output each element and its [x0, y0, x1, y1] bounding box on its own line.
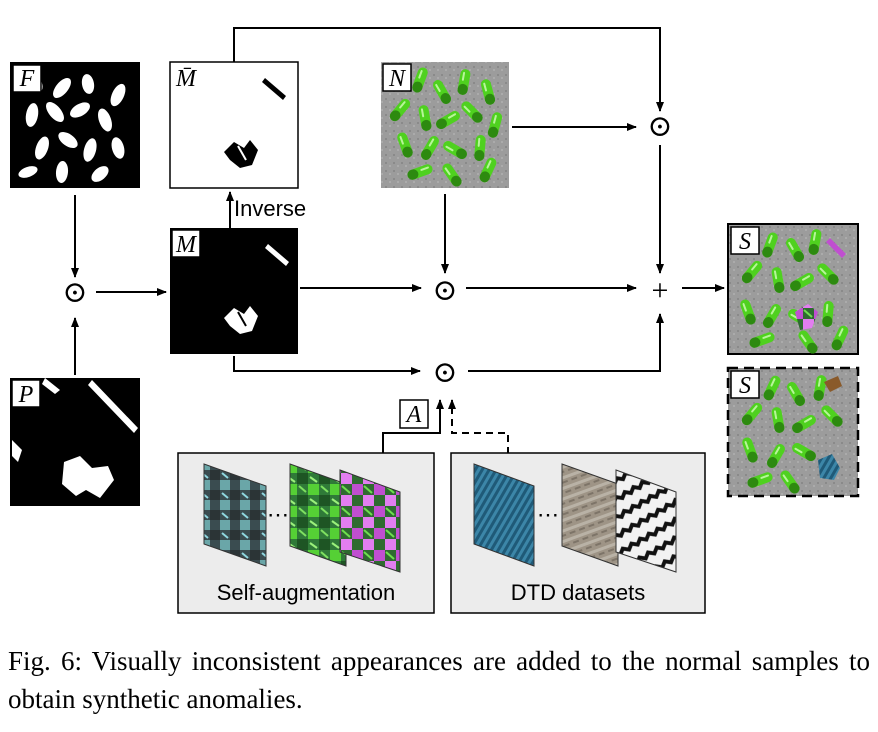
inverse-label: Inverse [234, 196, 306, 221]
flow-arrows [71, 27, 725, 478]
inverse-mask-mbar: M̄ [169, 61, 299, 189]
mask-m: M [170, 228, 298, 354]
figure-caption: Fig. 6: Visually inconsistent appearance… [8, 646, 870, 714]
label-f: F [19, 66, 35, 92]
odot-operator-middle: ⊙ [432, 274, 457, 307]
synthetic-anomaly-s-1: S [727, 223, 859, 356]
self-aug-ellipsis: ⋯ [267, 502, 289, 527]
label-n: N [388, 66, 407, 92]
odot-operator-left: ⊙ [62, 276, 87, 309]
label-s-1: S [739, 229, 751, 255]
dtd-datasets-label: DTD datasets [511, 580, 646, 605]
dtd-ellipsis: ⋯ [537, 502, 559, 527]
odot-operator-top: ⊙ [647, 110, 672, 143]
foreground-mask-f: F [10, 62, 140, 188]
dtd-datasets-panel: ⋯ DTD datasets [450, 452, 706, 614]
perlin-mask-p: P [10, 378, 140, 506]
label-s-2: S [739, 373, 751, 399]
self-augmentation-panel: ⋯ Self-augmentation [177, 452, 435, 614]
normal-sample-n: N [381, 62, 509, 189]
plus-operator: + [652, 274, 669, 307]
synthetic-anomaly-s-2: S [726, 366, 860, 498]
augmentation-a: A [399, 399, 429, 429]
label-mbar: M̄ [175, 66, 198, 92]
self-augmentation-label: Self-augmentation [217, 580, 396, 605]
label-p: P [18, 382, 34, 408]
label-a: A [405, 402, 422, 428]
label-m: M [175, 232, 198, 258]
odot-operator-bottom: ⊙ [432, 356, 457, 389]
